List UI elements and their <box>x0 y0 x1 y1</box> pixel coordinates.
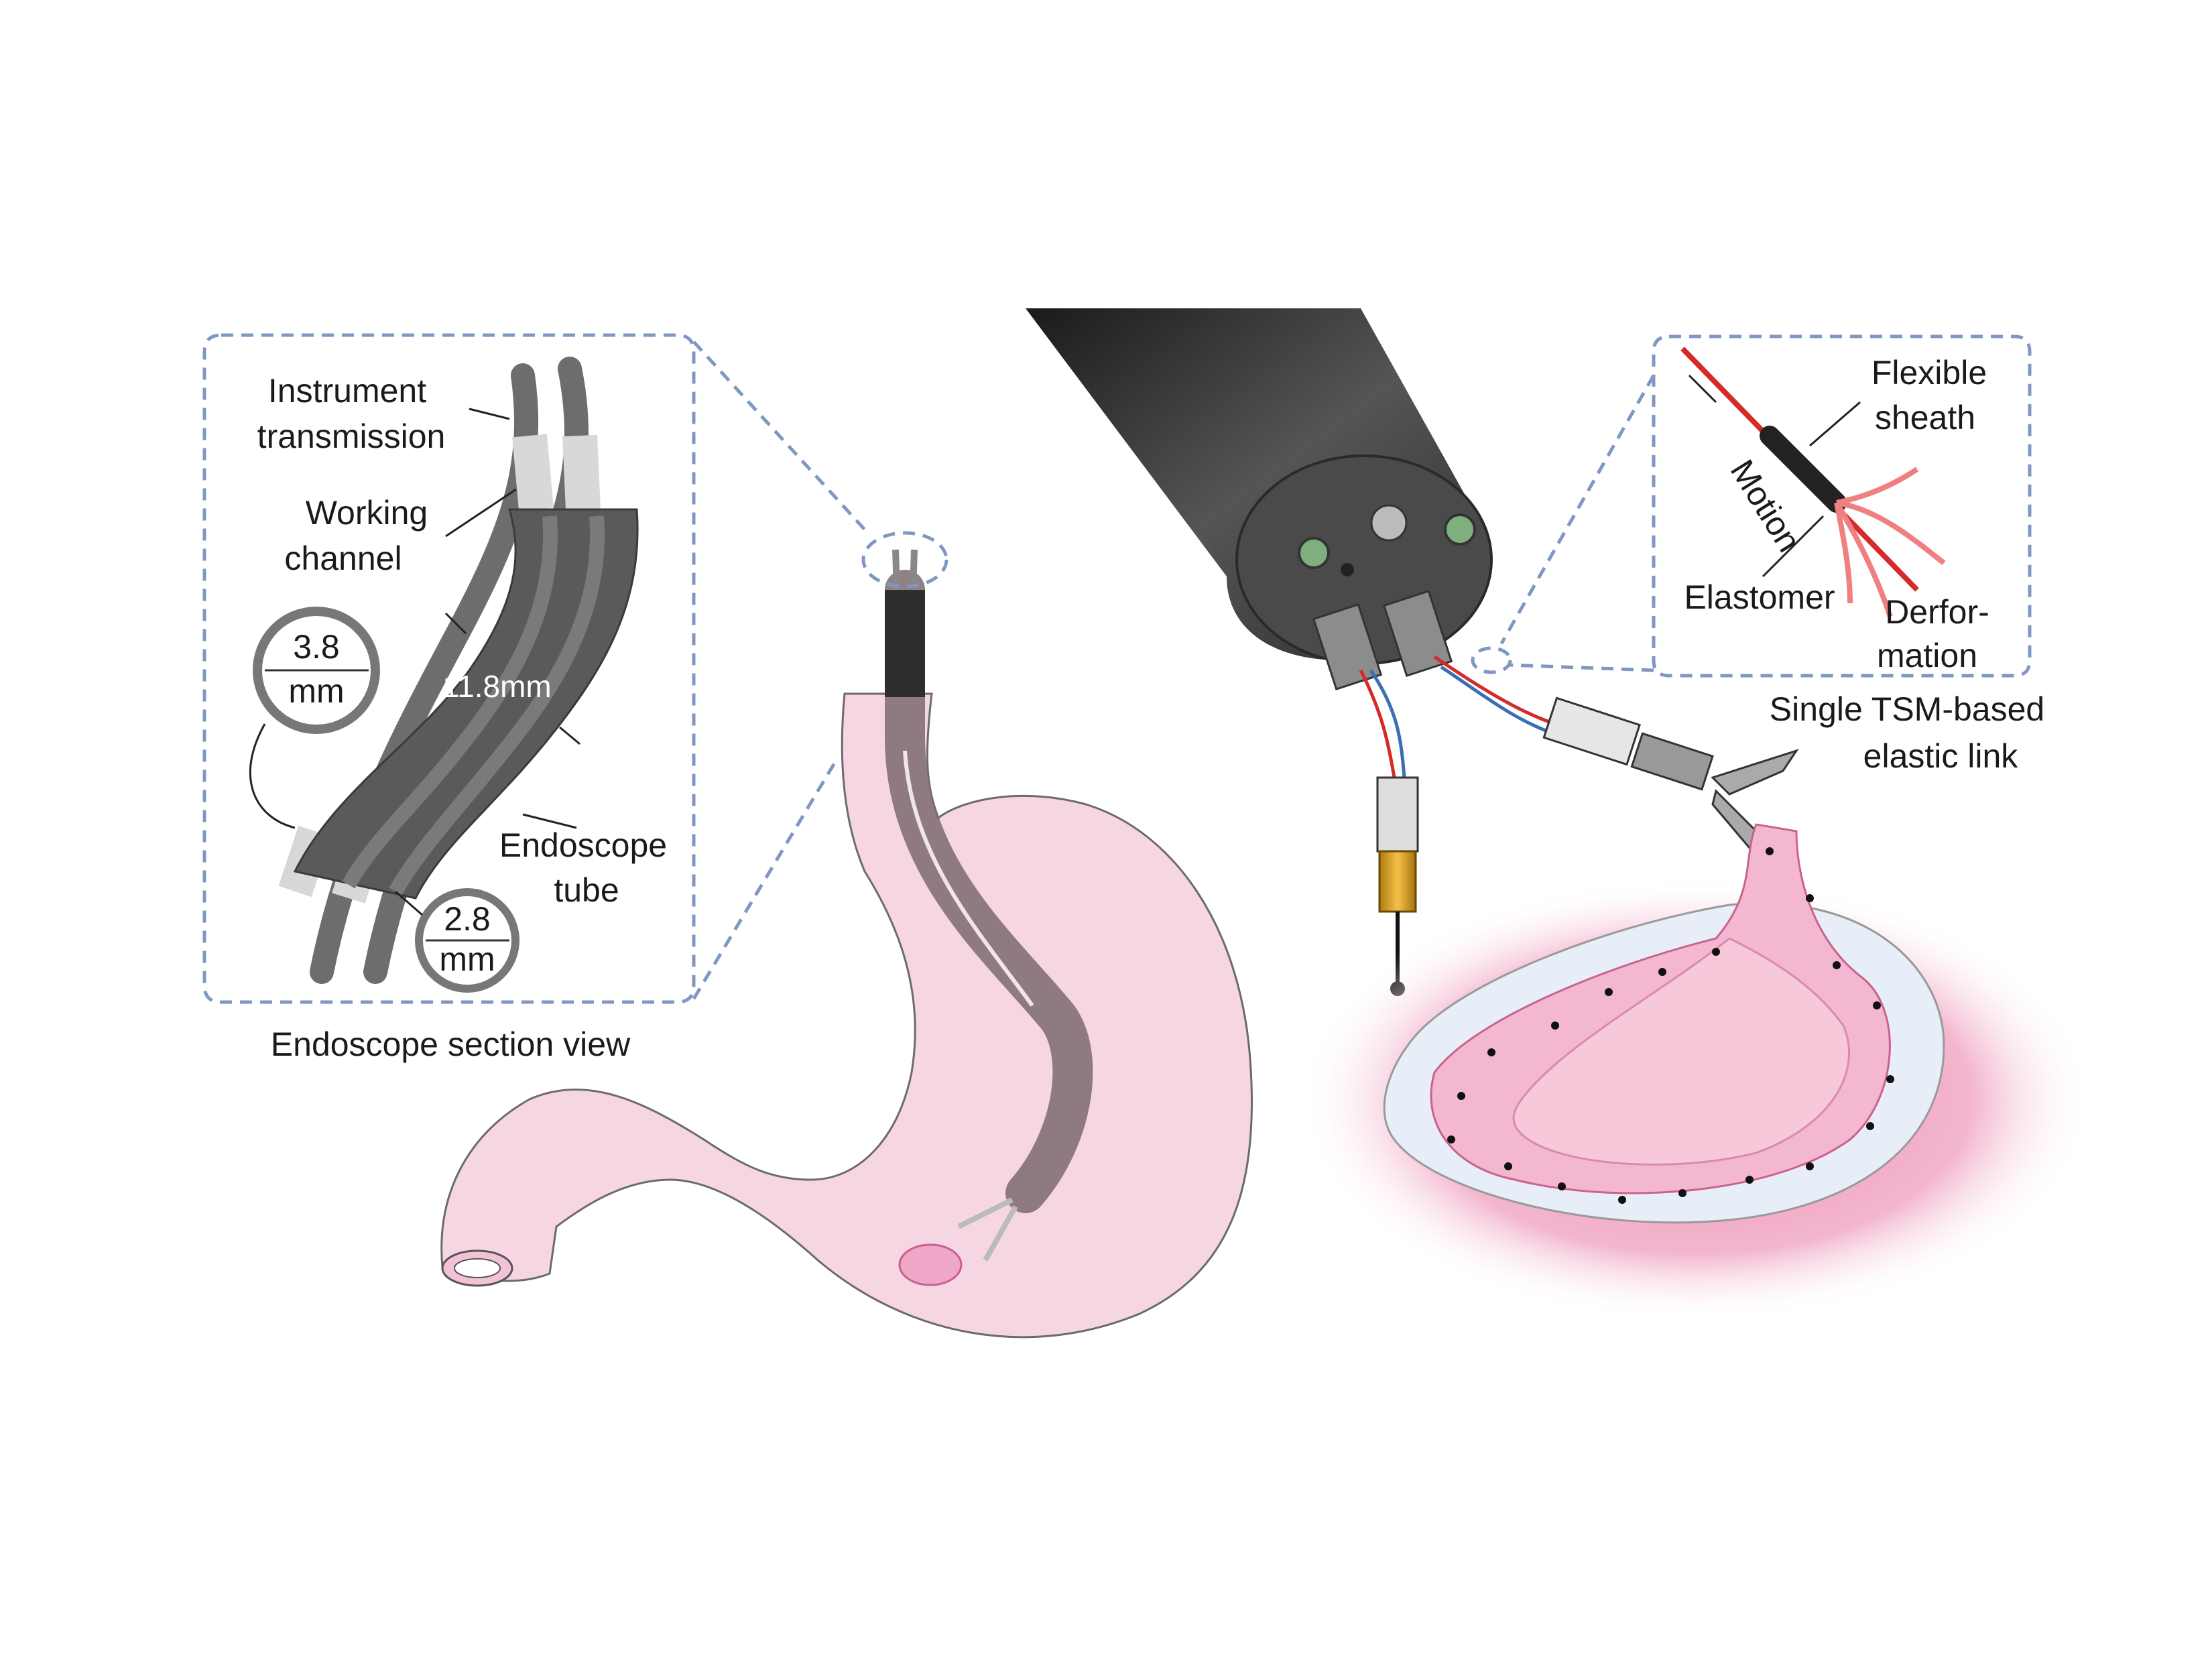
endoscope-shine <box>903 750 1034 1007</box>
working-channel-sleeve-top-left <box>512 434 554 511</box>
instrument-transmission-label-1: Instrument <box>268 372 426 410</box>
elastomer-deflected-2 <box>1836 500 1946 566</box>
elastic-link-caption-2: elastic link <box>1863 737 2019 775</box>
nozzle <box>1370 504 1408 542</box>
endoscope-tube-leader <box>522 813 577 829</box>
section-view-caption: Endoscope section view <box>271 1026 631 1063</box>
instrument-circle-leader <box>395 890 423 916</box>
section-view-inset: 11.8mm 3.8 mm 2.8 mm Instrument transmis… <box>202 333 866 1063</box>
scope-tip-zoom-marker <box>861 531 948 589</box>
left-arm-blue-wire <box>1369 669 1406 778</box>
camera-lens-left <box>1298 537 1330 569</box>
elastomer-deflected-1 <box>1834 501 1893 618</box>
elastomer-deflected-4 <box>1834 502 1853 604</box>
tube-highlight-2 <box>389 515 605 896</box>
elastomer-label: Elastomer <box>1684 578 1835 616</box>
stomach-knife <box>957 1197 1013 1229</box>
dissection-knife-body <box>1378 850 1417 913</box>
left-arm-joint <box>1376 776 1419 853</box>
inset-frame <box>202 333 696 1004</box>
scope-tip-instrument-left <box>892 549 900 591</box>
instrument-diameter-value: 2.8 <box>444 900 491 938</box>
right-arm-red-wire <box>1433 655 1556 726</box>
diameter-arrow-bottom <box>559 726 580 745</box>
grasper-jaw-upper <box>1711 749 1799 796</box>
diameter-arrow-top <box>444 612 467 635</box>
tube-highlight-1 <box>342 515 558 889</box>
channel-diameter-unit: mm <box>288 672 344 710</box>
instrument-diameter-unit: mm <box>439 940 495 978</box>
working-channel-leader <box>445 488 517 538</box>
working-channel-label-1: Working <box>306 494 428 532</box>
working-channel-sleeve-top-right <box>562 434 601 511</box>
stomach-lesion <box>898 1243 963 1286</box>
endoscope-head-illustration <box>1026 308 1799 996</box>
elastic-link-caption-1: Single TSM-based <box>1770 690 2044 728</box>
stomach <box>440 531 1253 1339</box>
lesion-tissue <box>1512 937 1851 1166</box>
pylorus-lumen <box>454 1258 501 1278</box>
tube-diameter-label: 11.8mm <box>442 669 552 704</box>
suction-port <box>1341 563 1354 576</box>
right-arm-joint <box>1542 696 1641 766</box>
scope-tip-instrument-right <box>910 549 918 591</box>
camera-lens-right <box>1444 513 1476 546</box>
right-arm-blue-wire <box>1440 665 1556 736</box>
tissue-dissection-view <box>1300 823 2091 1320</box>
flexible-sheath-label-2: sheath <box>1875 399 1975 436</box>
flexible-sheath-leader <box>1809 401 1861 447</box>
endoscope-tube-label-2: tube <box>554 871 619 909</box>
elastic-zoom-line-bottom <box>1508 663 1654 672</box>
stomach-grasper <box>983 1205 1018 1261</box>
flexible-sheath-label-1: Flexible <box>1871 354 1987 391</box>
working-channel-label-2: channel <box>284 540 402 577</box>
elastomer-deflected-3 <box>1836 467 1919 505</box>
stomach-outline <box>440 692 1253 1339</box>
deformation-label-2: mation <box>1877 637 1977 674</box>
left-arm-base <box>1312 603 1383 691</box>
left-arm-red-wire <box>1359 669 1396 778</box>
right-arm-base <box>1382 589 1453 678</box>
channel-diameter-value: 3.8 <box>293 628 340 666</box>
grasper-shaft <box>1630 732 1714 791</box>
elastomer-leader <box>1762 515 1825 578</box>
endoscope-tube-label-1: Endoscope <box>499 826 667 864</box>
flexible-sheath <box>1760 426 1847 513</box>
endoscope-tube-section <box>293 508 639 900</box>
instrument-transmission-leader <box>469 408 510 420</box>
marking-dots <box>1447 847 1894 1204</box>
elastic-link-marker <box>1471 646 1512 674</box>
elastic-zoom-line-top <box>1499 374 1656 645</box>
channel-circle-leader <box>249 723 296 829</box>
deformation-label-1: Derfor- <box>1885 593 1989 631</box>
zoom-line-bottom <box>692 756 840 1000</box>
motion-arrow <box>1688 374 1717 404</box>
zoom-line-top <box>692 341 866 531</box>
instrument-transmission-label-2: transmission <box>257 418 446 455</box>
